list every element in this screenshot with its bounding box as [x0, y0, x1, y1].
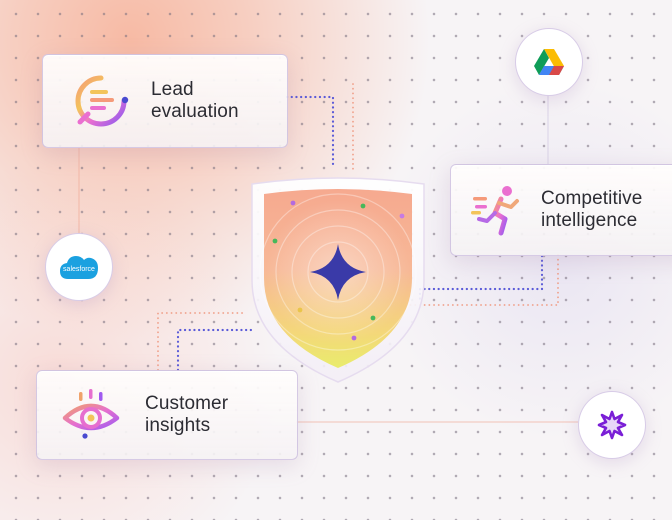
- google-drive-icon: [534, 49, 564, 75]
- lead-wire: [285, 95, 335, 168]
- competitive-intelligence-icon: [471, 180, 525, 240]
- salesforce-icon: salesforce: [60, 256, 98, 279]
- competitive-wire: [418, 254, 544, 302]
- lead-evaluation-label: Lead evaluation: [151, 79, 239, 122]
- google-drive-badge[interactable]: [515, 28, 583, 96]
- customer-insights-label: Customer insights: [145, 393, 229, 436]
- orbit-dot: [297, 307, 303, 313]
- lead-evaluation-icon: [69, 69, 133, 133]
- orbit-dot: [272, 238, 278, 244]
- lead-evaluation-card[interactable]: Lead evaluation: [42, 54, 288, 148]
- competitive-intelligence-card[interactable]: Competitive intelligence: [450, 164, 672, 256]
- customer-insights-icon: [61, 387, 121, 443]
- starburst-icon: [597, 410, 627, 440]
- customer-wire: [176, 328, 254, 372]
- salesforce-badge[interactable]: salesforce: [45, 233, 113, 301]
- salesforce-wordmark: salesforce: [63, 266, 95, 273]
- center-shield: [238, 170, 438, 390]
- customer-wire-2: [157, 312, 247, 371]
- orbit-dot: [399, 213, 405, 219]
- orbit-dot: [351, 335, 357, 341]
- orbit-dot: [360, 203, 366, 209]
- starburst-badge[interactable]: [578, 391, 646, 459]
- orbit-dot: [370, 315, 376, 321]
- orbit-dot: [290, 200, 296, 206]
- sparkle-star-icon: [310, 244, 366, 300]
- customer-insights-card[interactable]: Customer insights: [36, 370, 298, 460]
- competitive-intelligence-label: Competitive intelligence: [541, 188, 643, 231]
